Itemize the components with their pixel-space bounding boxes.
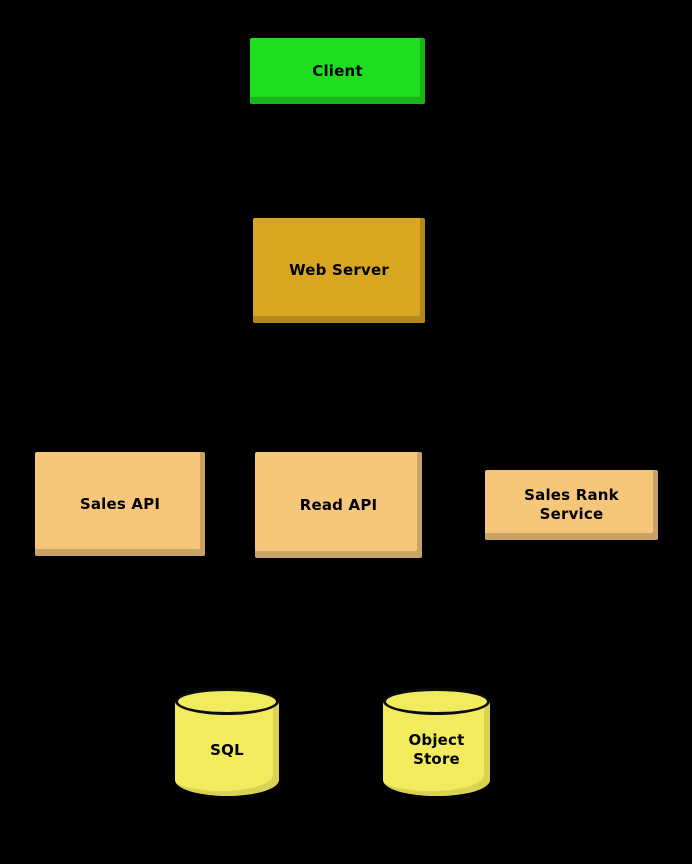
node-read-api-label: Read API bbox=[299, 495, 378, 514]
database-cylinder-body bbox=[383, 701, 490, 796]
node-sales-api: Sales API bbox=[35, 452, 205, 556]
node-client-label: Client bbox=[312, 61, 363, 80]
node-sales-rank-service-label: Sales Rank Service bbox=[524, 486, 619, 523]
node-object-store: Object Store bbox=[383, 688, 490, 796]
node-sales-api-label: Sales API bbox=[79, 494, 161, 513]
database-cylinder-top bbox=[383, 688, 490, 715]
node-sql-database: SQL bbox=[175, 688, 279, 796]
database-cylinder-top bbox=[175, 688, 279, 715]
node-client: Client bbox=[250, 38, 425, 104]
node-sales-rank-service: Sales Rank Service bbox=[485, 470, 658, 540]
node-read-api: Read API bbox=[255, 452, 422, 558]
database-cylinder-body bbox=[175, 701, 279, 796]
node-web-server: Web Server bbox=[253, 218, 425, 323]
node-object-store-label: Object Store bbox=[408, 731, 465, 768]
node-sql-label: SQL bbox=[210, 740, 244, 759]
node-web-server-label: Web Server bbox=[289, 261, 389, 280]
